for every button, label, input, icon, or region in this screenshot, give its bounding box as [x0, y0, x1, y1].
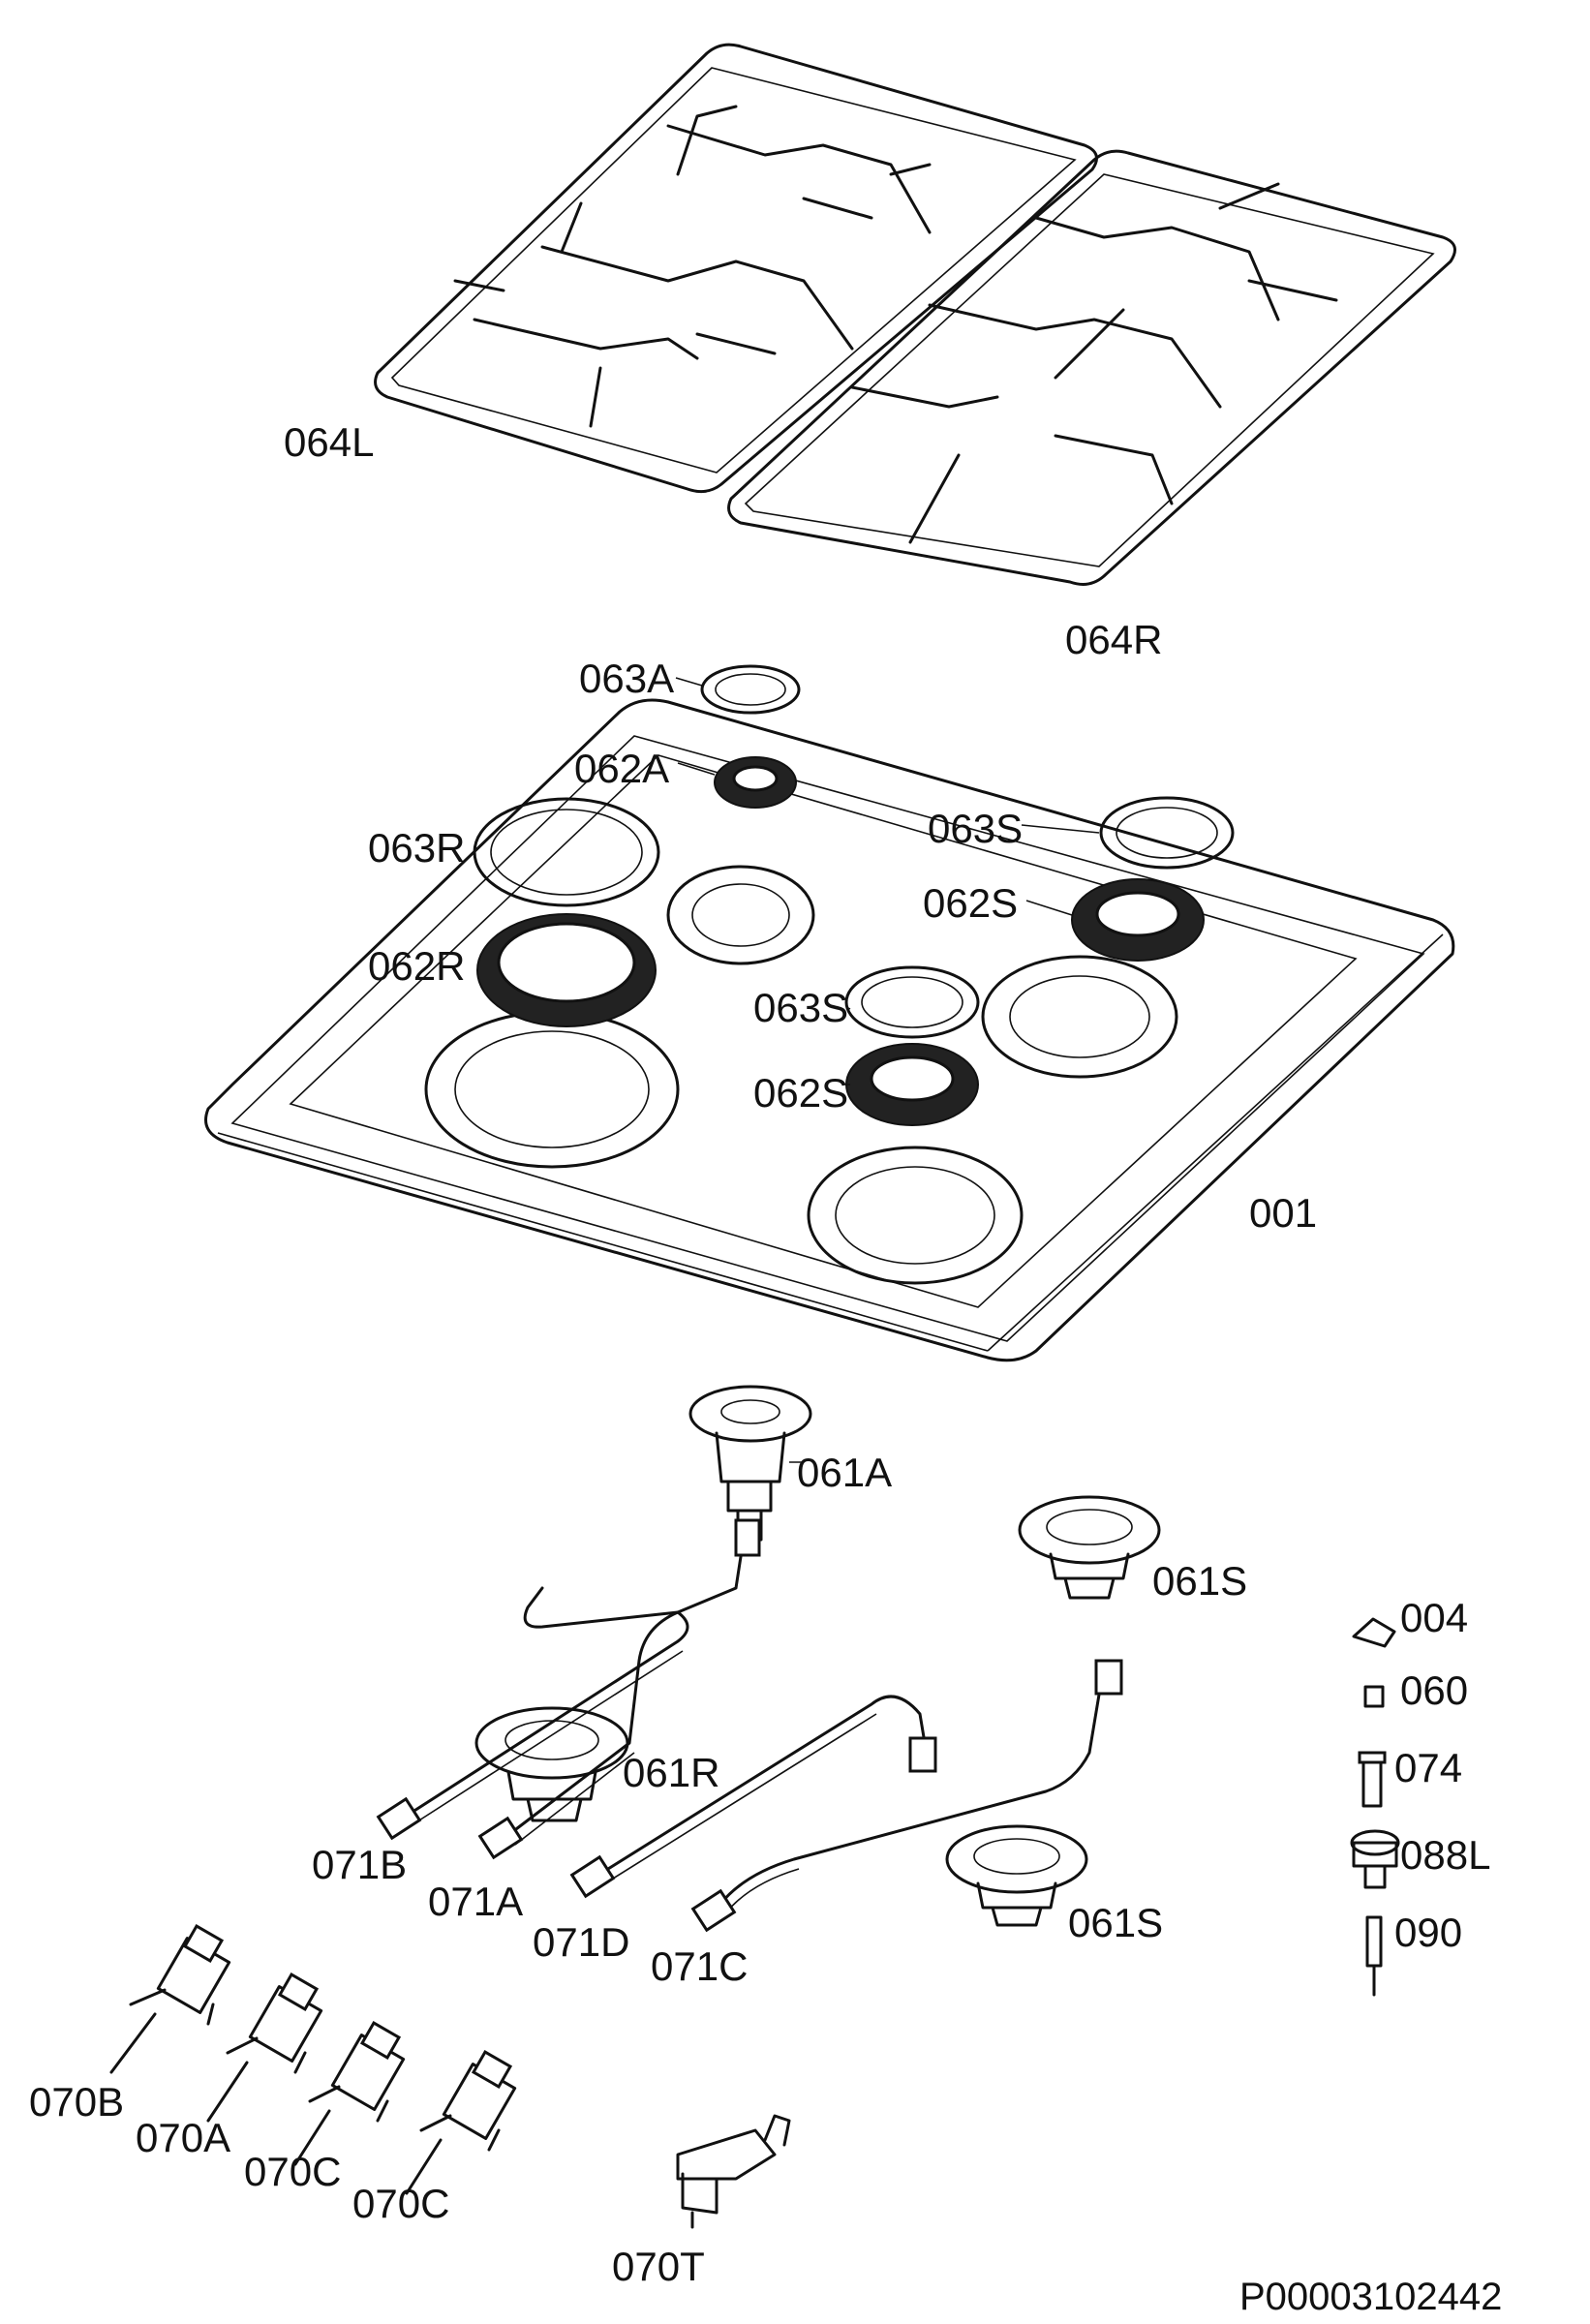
- gas-pipe-d: [569, 1695, 937, 1899]
- thermocouple-part: [1365, 1915, 1383, 1997]
- label-grid-left: 064L: [284, 419, 375, 465]
- label-clip: 004: [1400, 1595, 1469, 1640]
- label-cap-rapid: 063R: [368, 825, 466, 871]
- label-thermocouple: 090: [1394, 1910, 1463, 1955]
- hob-top-plate: [204, 698, 1455, 1362]
- burner-crown-semi-rapid-2: [845, 1043, 979, 1126]
- label-cap-semi-1: 063S: [928, 806, 1024, 851]
- label-valve-b: 070B: [29, 2079, 125, 2125]
- burner-cap-rapid: [473, 797, 660, 907]
- label-valve-t: 070T: [612, 2244, 705, 2289]
- label-crown-aux: 062A: [574, 746, 670, 791]
- leader-lines: [474, 677, 1100, 1463]
- gas-pipe-c: [690, 1659, 1123, 1933]
- burner-cap-semi-rapid-2: [844, 965, 980, 1039]
- injector-part: [1358, 1751, 1387, 1808]
- label-burner-semi-2: 061S: [1068, 1900, 1164, 1945]
- gas-valve-c-2: [405, 2050, 517, 2195]
- gas-valve-b: [109, 1924, 231, 2074]
- label-pipe-b: 071B: [312, 1842, 408, 1887]
- burner-crown-auxiliary: [714, 756, 797, 809]
- label-crown-semi-1: 062S: [923, 880, 1019, 926]
- label-burner-aux: 061A: [797, 1450, 893, 1495]
- label-cap-semi-2: 063S: [753, 985, 849, 1030]
- label-cap-aux: 063A: [579, 656, 675, 701]
- label-hob-top: 001: [1249, 1190, 1318, 1236]
- label-knob: 088L: [1400, 1832, 1491, 1878]
- label-injector: 074: [1394, 1745, 1463, 1790]
- nozzle-part: [1363, 1685, 1385, 1708]
- label-valve-c-1: 070C: [244, 2149, 342, 2194]
- label-crown-semi-2: 062S: [753, 1070, 849, 1116]
- burner-body-auxiliary: [688, 1385, 812, 1542]
- gas-pipe-a: [477, 1518, 761, 1860]
- burner-crown-rapid: [476, 913, 657, 1027]
- burner-cap-semi-rapid-1: [1099, 796, 1235, 870]
- label-nozzle: 060: [1400, 1667, 1469, 1713]
- label-valve-c-2: 070C: [352, 2181, 450, 2226]
- gas-valve-a: [206, 1972, 323, 2123]
- gas-valve-t: [676, 2114, 791, 2229]
- label-grid-right: 064R: [1065, 617, 1163, 662]
- control-knob-part: [1350, 1829, 1400, 1889]
- label-pipe-c: 071C: [651, 1943, 749, 1989]
- label-pipe-a: 071A: [428, 1879, 524, 1924]
- burner-body-semi-rapid-1: [1018, 1495, 1161, 1600]
- label-burner-semi-1: 061S: [1152, 1558, 1248, 1604]
- gas-valve-c-1: [293, 2021, 406, 2166]
- label-crown-rapid: 062R: [368, 943, 466, 989]
- burner-crown-semi-rapid-1: [1071, 878, 1205, 962]
- drawing-code: P00003102442: [1239, 2276, 1503, 2318]
- burner-cap-auxiliary: [700, 664, 801, 715]
- label-valve-a: 070A: [136, 2115, 231, 2160]
- pan-support-grid-right: [727, 149, 1456, 586]
- burner-body-semi-rapid-2: [945, 1824, 1088, 1927]
- clip-part: [1352, 1617, 1396, 1648]
- pan-support-grid-left: [374, 43, 1098, 494]
- label-pipe-d: 071D: [533, 1919, 630, 1965]
- label-burner-rapid: 061R: [623, 1750, 720, 1795]
